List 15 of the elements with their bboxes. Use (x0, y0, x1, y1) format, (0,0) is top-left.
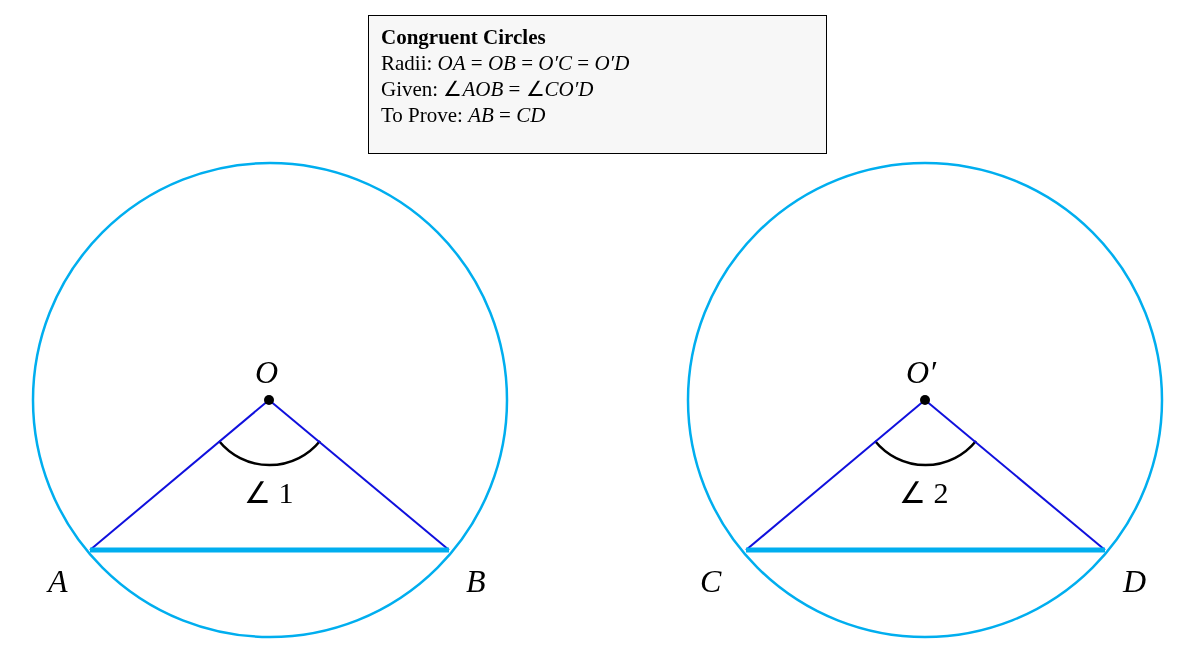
point-label: C (700, 565, 722, 597)
chord-line (90, 547, 449, 553)
angle-label: ∠ 1 (244, 477, 294, 509)
statement-text: Radii: OA = OB = O′C = O′D (381, 50, 631, 76)
statement-text: To Prove: AB = CD (381, 102, 547, 128)
point-label: D (1123, 565, 1147, 597)
point-label: O′ (906, 356, 937, 388)
card-heading: Congruent Circles (381, 24, 547, 50)
point-label: B (466, 565, 486, 597)
info-card (368, 15, 827, 154)
statement-text: Given: ∠AOB = ∠CO′D (381, 76, 595, 102)
point-label: O (255, 356, 279, 388)
point-label: A (48, 565, 68, 597)
angle-label: ∠ 2 (899, 477, 949, 509)
chord-line (746, 547, 1105, 553)
